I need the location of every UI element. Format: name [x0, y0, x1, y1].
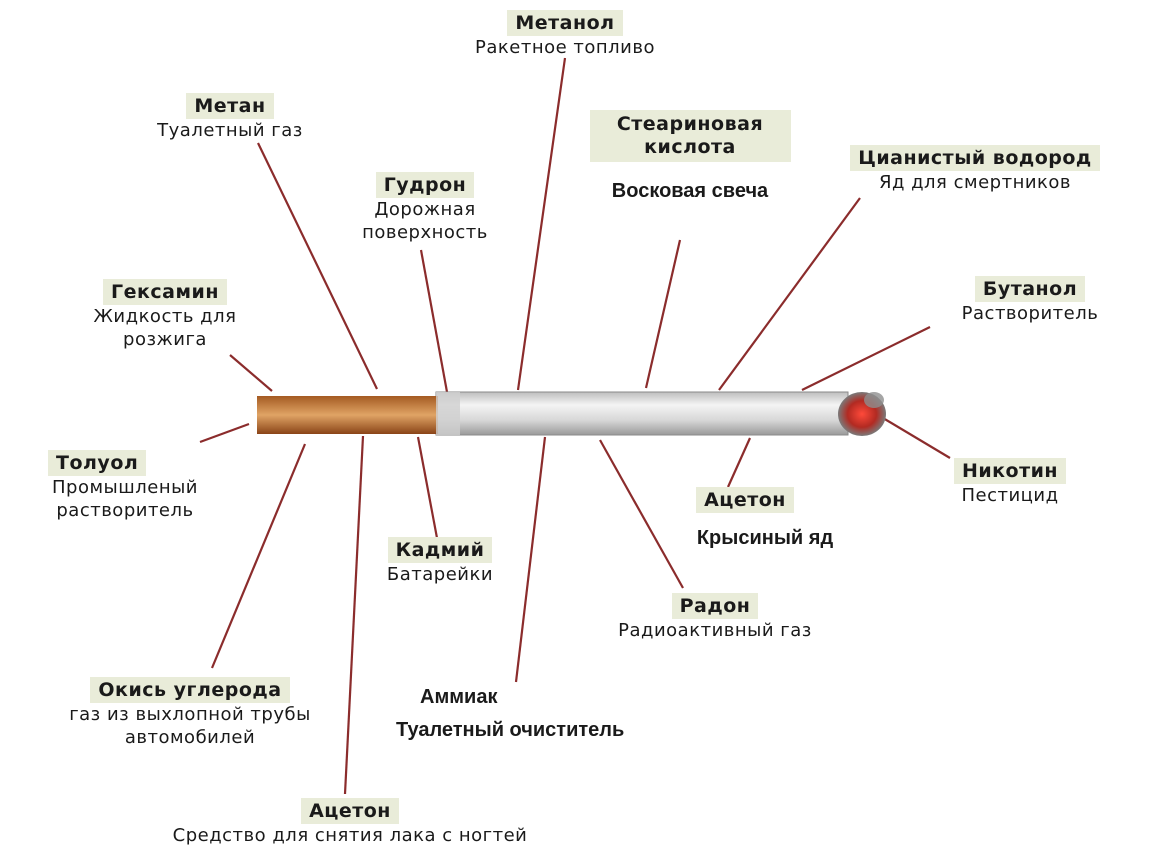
- label-name: Никотин: [953, 458, 1067, 484]
- label-name: Ацетон: [696, 487, 794, 513]
- line-metan: [257, 142, 378, 390]
- filter-band: [436, 392, 460, 435]
- label-desc: газ из выхлопной трубы автомобилей: [69, 704, 311, 748]
- label-desc: Промышленый растворитель: [52, 477, 198, 521]
- label-stearin: Стеариновая кислота Восковая свеча: [580, 110, 800, 203]
- label-desc: Батарейки: [386, 564, 494, 585]
- label-aceton-b: Ацетон Средство для снятия лака с ногтей: [60, 798, 640, 847]
- line-geksamin: [229, 354, 273, 392]
- cigarette-filter: [257, 396, 438, 434]
- label-desc: Дорожная поверхность: [362, 199, 488, 243]
- line-aceton-r: [726, 437, 752, 488]
- label-desc: Растворитель: [961, 303, 1099, 324]
- label-gudron: Гудрон Дорожная поверхность: [315, 172, 535, 244]
- label-name: Толуол: [48, 450, 147, 476]
- label-desc: Туалетный очиститель: [396, 719, 625, 741]
- label-name: Кадмий: [387, 537, 493, 563]
- label-desc: Радиоактивный газ: [618, 620, 812, 641]
- cigarette-paper: [435, 391, 849, 436]
- label-desc: Туалетный газ: [157, 120, 303, 141]
- label-name: Гексамин: [103, 279, 227, 305]
- label-desc: Жидкость для розжига: [93, 306, 237, 350]
- line-radon: [599, 439, 684, 589]
- label-name: Стеариновая кислота: [589, 110, 791, 162]
- label-name: Радон: [671, 593, 759, 619]
- label-radon: Радон Радиоактивный газ: [565, 593, 865, 642]
- label-desc: Крысиный яд: [696, 527, 834, 549]
- line-ammiak: [514, 436, 547, 683]
- label-desc: Яд для смертников: [878, 172, 1072, 193]
- line-aceton-b: [343, 435, 365, 795]
- label-name: Метан: [186, 93, 274, 119]
- label-name: Бутанол: [974, 276, 1086, 302]
- label-desc: Ракетное топливо: [475, 37, 655, 58]
- connector-lines: [199, 57, 951, 795]
- label-metanol: Метанол Ракетное топливо: [420, 10, 710, 59]
- label-name: Метанол: [507, 10, 623, 36]
- line-butanol: [801, 326, 931, 391]
- label-name: Аммиак: [420, 686, 498, 708]
- line-kadmiy: [416, 436, 439, 539]
- label-name: Цианистый водород: [850, 145, 1100, 171]
- label-name: Окись углерода: [90, 677, 290, 703]
- label-okis: Окись углерода газ из выхлопной трубы ав…: [35, 677, 345, 749]
- line-okis: [210, 443, 307, 669]
- label-name: Гудрон: [375, 172, 475, 198]
- line-nikotin: [882, 417, 951, 459]
- label-toluol: Толуол Промышленый растворитель: [15, 450, 245, 522]
- line-toluol: [199, 422, 250, 444]
- line-gudron: [419, 249, 449, 393]
- label-desc: Пестицид: [961, 485, 1059, 506]
- line-cyan: [718, 197, 861, 391]
- cigarette: [257, 391, 886, 436]
- line-stearin: [644, 239, 682, 389]
- label-kadmiy: Кадмий Батарейки: [340, 537, 540, 586]
- label-butanol: Бутанол Растворитель: [915, 276, 1145, 325]
- line-metanol: [516, 57, 567, 391]
- label-geksamin: Гексамин Жидкость для розжига: [45, 279, 285, 351]
- label-ammiak: Аммиак Туалетный очиститель: [380, 686, 740, 742]
- label-aceton-r: Ацетон Крысиный яд: [655, 487, 875, 550]
- label-nikotin: Никотин Пестицид: [930, 458, 1090, 507]
- label-desc: Восковая свеча: [611, 180, 769, 202]
- label-desc: Средство для снятия лака с ногтей: [172, 825, 528, 846]
- label-metan: Метан Туалетный газ: [115, 93, 345, 142]
- label-cyan: Цианистый водород Яд для смертников: [815, 145, 1135, 194]
- ash: [864, 392, 884, 408]
- label-name: Ацетон: [301, 798, 399, 824]
